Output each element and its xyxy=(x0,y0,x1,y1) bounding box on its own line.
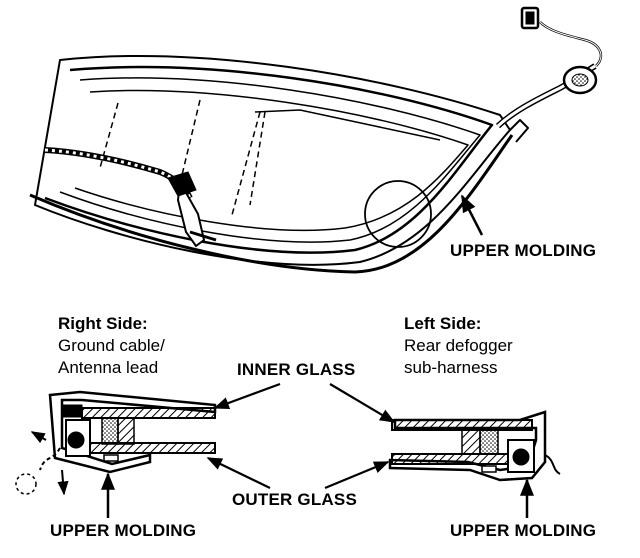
inner-glass-label: INNER GLASS xyxy=(237,360,356,379)
inner-glass-arrow-right xyxy=(329,383,396,423)
glass-reflection xyxy=(99,99,266,216)
upper-molding-top-arrow xyxy=(460,194,484,236)
outer-glass-label: OUTER GLASS xyxy=(232,490,357,509)
right-side-cross-section xyxy=(15,390,217,496)
rear-defogger-sub-harness xyxy=(495,6,603,129)
right-side-title: Right Side: xyxy=(58,314,148,333)
detail-circle xyxy=(364,180,432,248)
upper-molding-top-label: UPPER MOLDING xyxy=(450,241,597,260)
left-side-line2: sub-harness xyxy=(404,358,498,377)
outer-glass-arrow-right xyxy=(324,460,390,490)
upper-molding-left-label: UPPER MOLDING xyxy=(50,521,197,540)
upper-molding-right-label: UPPER MOLDING xyxy=(450,521,597,540)
inner-glass-arrow-left xyxy=(213,382,281,410)
right-side-line2: Antenna lead xyxy=(58,358,159,377)
ground-cable-antenna-lead xyxy=(44,147,217,248)
left-side-title: Left Side: xyxy=(404,314,482,333)
left-side-cross-section xyxy=(388,410,561,482)
left-side-line1: Rear defogger xyxy=(404,336,513,355)
right-side-line1: Ground cable/ xyxy=(58,336,165,355)
outer-glass-arrow-left xyxy=(206,457,271,489)
